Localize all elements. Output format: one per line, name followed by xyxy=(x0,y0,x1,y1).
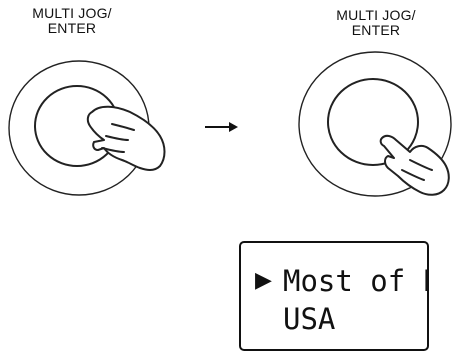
display-menu-item-selected: Most of Europe xyxy=(283,264,427,298)
display-menu-item: USA xyxy=(283,302,336,336)
pressing-hand-icon xyxy=(379,134,450,196)
knob-label-right-line1: MULTI JOG/ xyxy=(336,7,416,23)
knob-label-right: MULTI JOG/ ENTER xyxy=(306,8,446,38)
lcd-display: ▶ Most of Europe USA xyxy=(239,241,429,351)
knob-label-left: MULTI JOG/ ENTER xyxy=(2,6,142,36)
arrow-right-icon xyxy=(205,122,238,132)
turning-hand-icon xyxy=(86,105,166,171)
knob-label-right-line2: ENTER xyxy=(351,22,401,38)
cursor-triangle-icon: ▶ xyxy=(255,268,272,293)
knob-label-left-line1: MULTI JOG/ xyxy=(32,5,112,21)
knob-label-left-line2: ENTER xyxy=(47,20,97,36)
